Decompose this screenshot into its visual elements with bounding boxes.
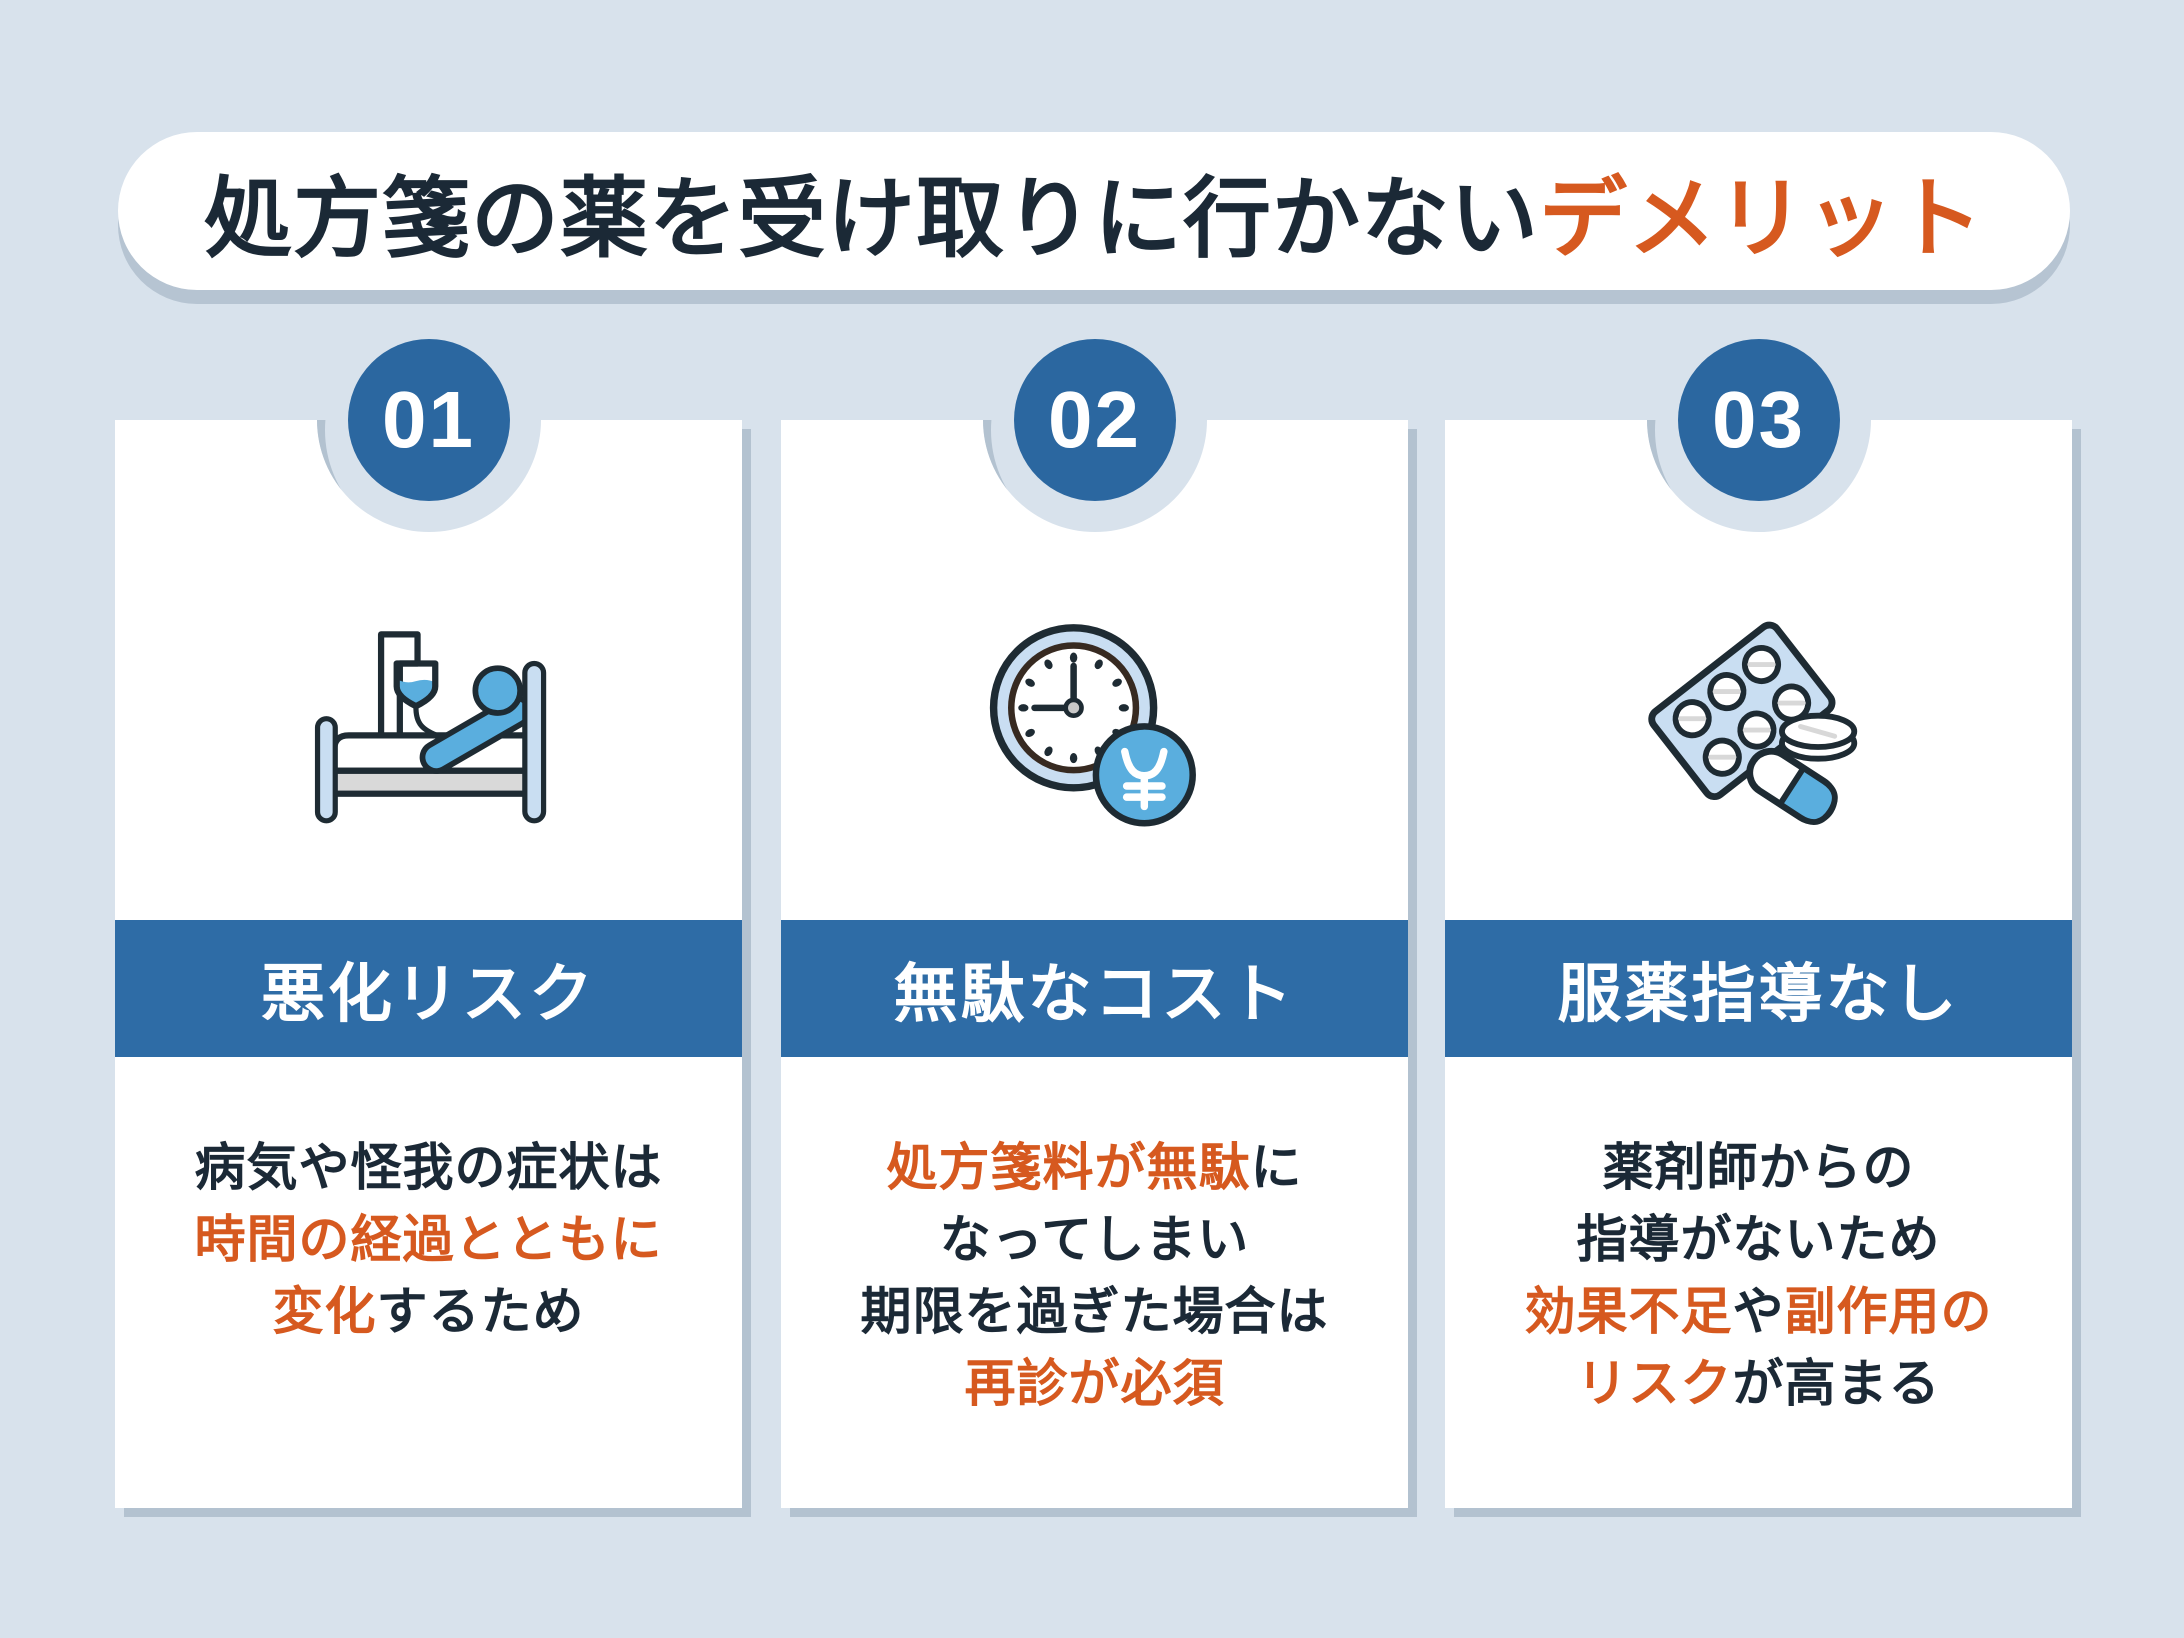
page-title-accent: デメリット	[1539, 168, 1985, 268]
card-description: 薬剤師からの指導がないため効果不足や副作用のリスクが高まる	[1524, 1139, 1993, 1412]
clock-yen-icon	[781, 608, 1408, 843]
card-title-banner: 服薬指導なし	[1445, 920, 2072, 1057]
header-pill: 処方箋の薬を受け取りに行かないデメリット	[118, 132, 2070, 290]
card-title-banner: 悪化リスク	[115, 920, 742, 1057]
card-description: 処方箋料が無駄になってしまい期限を過ぎた場合は再診が必須	[860, 1139, 1329, 1412]
card-description: 病気や怪我の症状は時間の経過とともに変化するため	[194, 1139, 663, 1340]
card-title: 悪化リスク	[261, 957, 596, 1030]
card-title-banner: 無駄なコスト	[781, 920, 1408, 1057]
card-wasted-cost: 02	[781, 339, 1408, 1508]
pills-icon	[1445, 608, 2072, 843]
card-title: 無駄なコスト	[893, 957, 1296, 1030]
page-title: 処方箋の薬を受け取りに行かないデメリット	[204, 148, 1984, 275]
card-worsening-risk: 01	[115, 339, 742, 1508]
hospital-bed-icon	[115, 608, 742, 843]
number-label: 01	[382, 375, 475, 464]
number-label: 03	[1712, 375, 1805, 464]
number-badge: 01	[347, 339, 510, 501]
card-title: 服薬指導なし	[1557, 957, 1960, 1030]
card-no-guidance: 03	[1445, 339, 2072, 1508]
number-label: 02	[1048, 375, 1141, 464]
number-badge: 03	[1677, 339, 1840, 501]
page-title-main: 処方箋の薬を受け取りに行かない	[203, 168, 1539, 268]
number-badge: 02	[1013, 339, 1176, 501]
